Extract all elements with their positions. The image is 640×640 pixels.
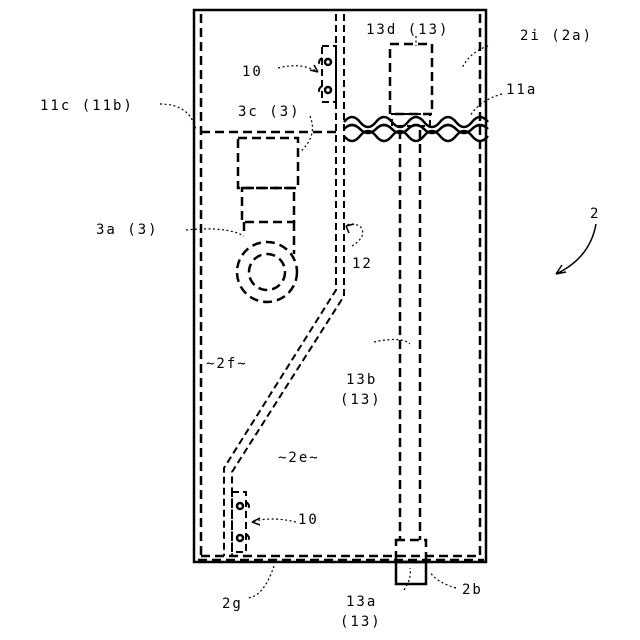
label-13b-line2: (13) <box>340 392 382 408</box>
label-10-top: 10 <box>242 64 263 80</box>
figure-reference-arrow <box>556 224 596 274</box>
label-13a-line2: (13) <box>340 614 382 630</box>
label-10-bottom: 10 <box>298 512 319 528</box>
label-11a: 11a <box>506 82 537 98</box>
fastener-10-bottom <box>232 492 249 552</box>
label-2f: ~2f~ <box>206 356 248 372</box>
label-2e: ~2e~ <box>278 450 320 466</box>
label-3c: 3c (3) <box>238 104 301 120</box>
housing-outline <box>194 10 486 562</box>
label-11c: 11c (11b) <box>40 98 134 114</box>
tube-13b <box>400 130 420 540</box>
fastener-10-top <box>319 46 336 102</box>
label-13b-line1: 13b <box>346 372 377 388</box>
label-3a: 3a (3) <box>96 222 159 238</box>
leader-12 <box>346 224 363 246</box>
label-13d: 13d (13) <box>366 22 449 38</box>
label-2: 2 <box>590 206 600 222</box>
partition-12 <box>224 14 344 556</box>
coil-11a <box>344 114 488 141</box>
pipe-3a <box>237 222 297 302</box>
label-2g: 2g <box>222 596 243 612</box>
leader-lines <box>160 36 502 598</box>
component-13d <box>390 44 432 114</box>
connector-13a <box>396 540 426 584</box>
label-13a-line1: 13a <box>346 594 377 610</box>
fitting-3c <box>238 138 298 222</box>
label-2b: 2b <box>462 582 483 598</box>
leader-2b <box>430 572 456 588</box>
label-2i: 2i (2a) <box>520 28 593 44</box>
label-12: 12 <box>352 256 373 272</box>
